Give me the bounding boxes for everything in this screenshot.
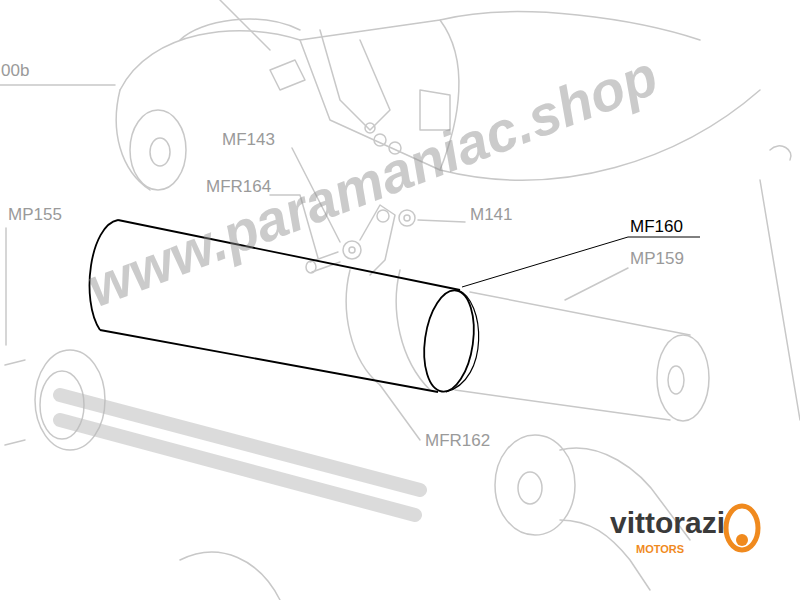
part-number: MFR164	[206, 178, 271, 195]
part-number: 00b	[1, 62, 29, 79]
part-number: MP155	[8, 206, 62, 223]
part-number: MFR162	[425, 432, 490, 449]
watermark: www.paramaniac.shop	[80, 47, 665, 316]
brand-tagline: MOTORS	[636, 544, 684, 555]
brand-logo: vittorazi	[610, 508, 725, 538]
part-number: MP159	[630, 250, 684, 267]
part-number: MF143	[222, 131, 275, 148]
part-number: MF160	[630, 218, 683, 235]
part-number: M141	[470, 206, 513, 223]
